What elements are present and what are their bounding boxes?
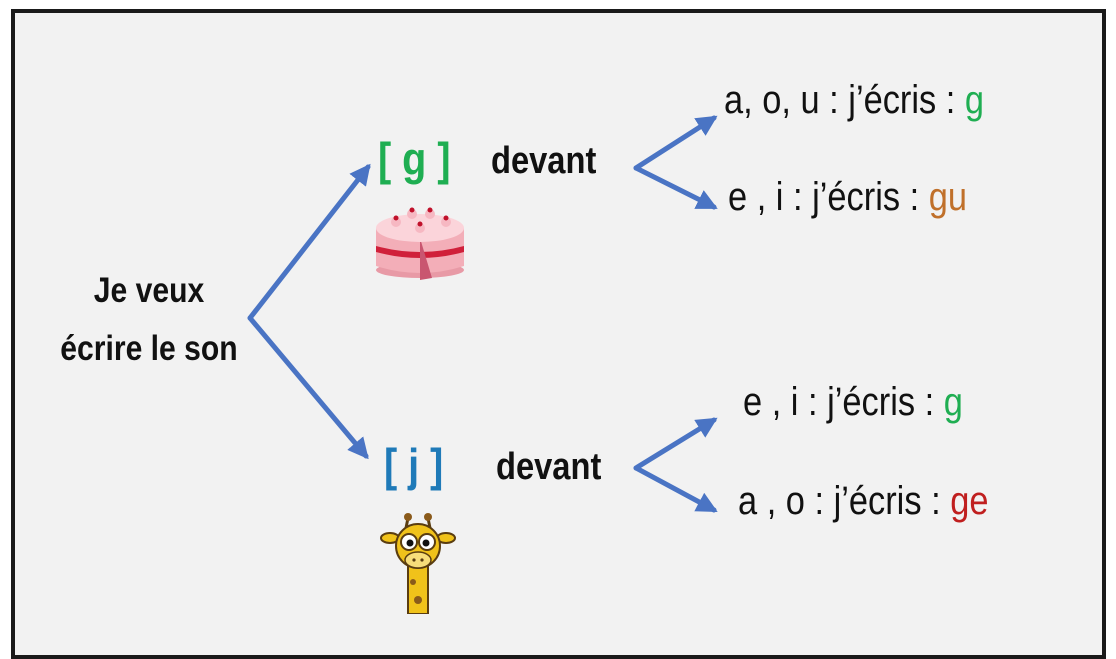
arrow-g-rule-1 [633, 115, 718, 171]
devant-label-j: devant [496, 446, 602, 488]
diagram-frame [11, 9, 1106, 659]
rule-j-2: a , o : j’écris : ge [738, 481, 988, 521]
rule-j-1-answer: g [943, 380, 963, 424]
giraffe-icon [380, 513, 456, 614]
intro-text: Je veux écrire le son [50, 262, 248, 378]
cake-icon [376, 207, 464, 280]
arrow-to-j [247, 315, 369, 460]
rule-g-1: a, o, u : j’écris : g [724, 80, 984, 120]
rule-g-2-answer: gu [928, 175, 967, 219]
intro-line-1: Je veux [93, 271, 205, 310]
rule-g-2-text: e , i : j’écris : [728, 175, 929, 219]
rule-j-2-text: a , o : j’écris : [738, 479, 951, 523]
arrow-to-g [247, 163, 371, 321]
phoneme-g: [ g ] [378, 133, 451, 185]
rule-g-1-text: a, o, u : j’écris : [724, 78, 965, 122]
rule-g-2: e , i : j’écris : gu [728, 177, 967, 217]
arrow-j-rule-2 [633, 465, 718, 513]
rule-j-1-text: e , i : j’écris : [743, 380, 944, 424]
devant-label-g: devant [491, 140, 597, 182]
intro-line-2: écrire le son [60, 329, 238, 368]
rule-j-2-answer: ge [950, 479, 989, 523]
phoneme-j: [ j ] [384, 439, 444, 491]
arrow-j-rule-1 [633, 417, 718, 471]
arrow-g-rule-2 [633, 165, 718, 210]
rule-j-1: e , i : j’écris : g [743, 382, 963, 422]
rule-g-1-answer: g [964, 78, 985, 122]
